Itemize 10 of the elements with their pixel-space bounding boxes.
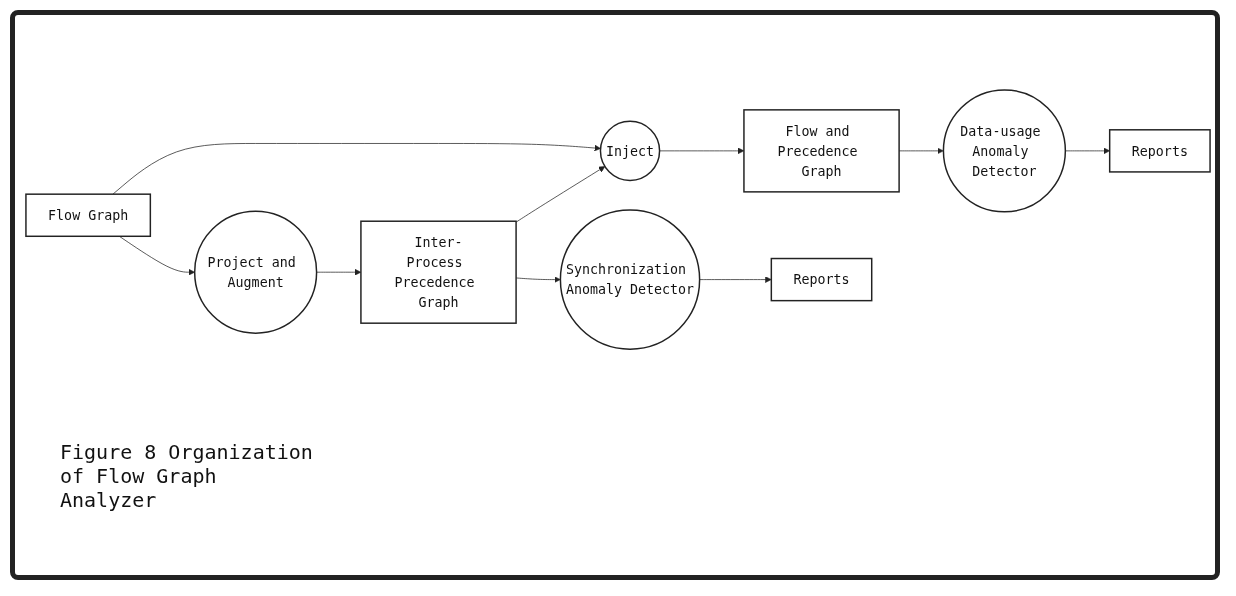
- node-circle: Data-usage Anomaly Detector: [942, 89, 1067, 213]
- node-box: Flow Graph: [25, 193, 152, 238]
- node-box: Flow and Precedence Graph: [743, 109, 900, 194]
- node-circle: Project and Augment: [193, 210, 318, 335]
- node-circle: Synchronization Anomaly Detector: [559, 209, 701, 351]
- node-box: Inter-Process Precedence Graph: [360, 220, 517, 325]
- node-box: Reports: [1108, 129, 1211, 174]
- figure-caption: Figure 8 Organization of Flow Graph Analyzer: [60, 440, 314, 512]
- node-box: Reports: [770, 258, 873, 302]
- node-circle: Inject: [599, 121, 661, 182]
